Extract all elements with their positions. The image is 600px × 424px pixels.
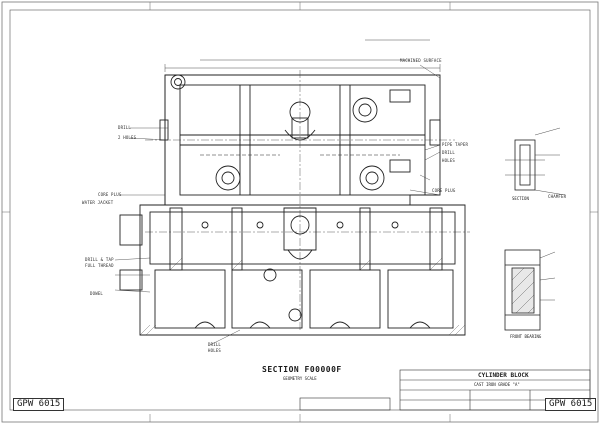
callout-drill-tap: DRILL & TAP [85, 257, 114, 262]
section-hatching [139, 257, 466, 336]
drawing-number-left: GPW 6015 [13, 398, 65, 411]
section-title: SECTION F00000F [262, 365, 342, 374]
centerlines [145, 70, 470, 330]
callout-machined-surface: MACHINED SURFACE [400, 58, 442, 63]
drawing-number-right: GPW 6015 [545, 398, 597, 411]
part-subtitle: CAST IRON GRADE "A" [474, 382, 520, 387]
leader-lines [114, 64, 441, 346]
detail-upper [505, 127, 566, 196]
callout-holes-3: HOLES [208, 348, 222, 353]
section-view [119, 204, 466, 336]
callout-core-plug: CORE PLUG [98, 192, 122, 197]
callout-core-plug-2: CORE PLUG [432, 188, 456, 193]
callout-drill: DRILL [118, 125, 132, 130]
callout-water-jacket: WATER JACKET [82, 200, 114, 205]
callout-drill-3: DRILL [208, 342, 222, 347]
detail-section-label: SECTION [512, 196, 529, 201]
callout-holes: 2 HOLES [118, 135, 137, 140]
detail-lower-hatch [511, 267, 535, 314]
callout-chamfer: CHAMFER [548, 194, 567, 199]
callout-drill-2: DRILL [442, 150, 456, 155]
detail-lower [504, 249, 556, 331]
part-title: CYLINDER BLOCK [478, 372, 529, 379]
callout-pipe-taper: PIPE TAPER [442, 142, 469, 147]
front-bearing-label: FRONT BEARING [510, 334, 542, 339]
callout-holes-2: HOLES [442, 158, 456, 163]
section-subtitle: GEOMETRY SCALE [283, 376, 317, 381]
callout-full-thread: FULL THREAD [85, 263, 114, 268]
callout-dowel: DOWEL [90, 291, 104, 296]
